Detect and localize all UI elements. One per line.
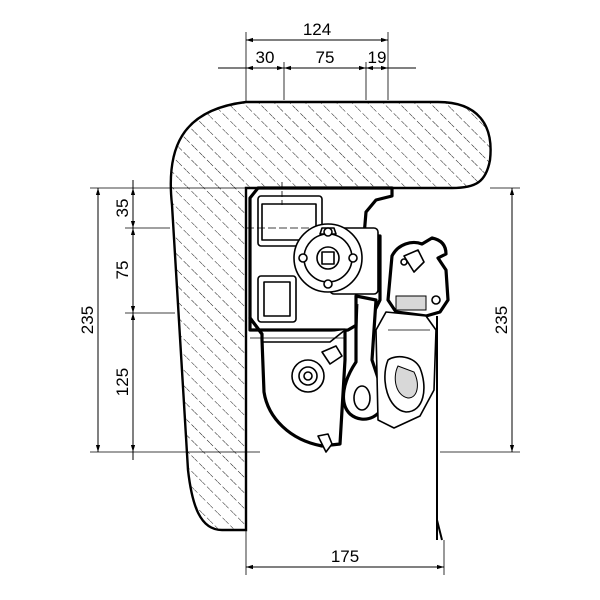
right-bracket	[375, 236, 450, 429]
dim-label-left-middle: 75	[113, 261, 132, 280]
dim-label-top-left: 30	[256, 48, 275, 67]
gear-assembly	[293, 223, 379, 295]
dim-label-left-overall: 235	[78, 306, 97, 334]
dim-label-left-bottom: 125	[113, 368, 132, 396]
dim-label-top-middle: 75	[316, 48, 335, 67]
left-dimensions: 235 35 75 125	[78, 180, 260, 460]
lower-drum	[291, 345, 343, 453]
right-dimensions: 235	[440, 187, 520, 453]
dim-label-bottom-overall: 175	[331, 547, 359, 566]
dim-label-top-overall: 124	[303, 20, 331, 39]
pull-cord	[436, 316, 443, 541]
top-dimensions: 124 30 75 19	[218, 20, 416, 102]
bottom-dimensions: 175	[245, 530, 445, 575]
dim-label-right-overall: 235	[492, 306, 511, 334]
dim-label-top-right: 19	[368, 48, 387, 67]
dim-label-left-top: 35	[113, 199, 132, 218]
